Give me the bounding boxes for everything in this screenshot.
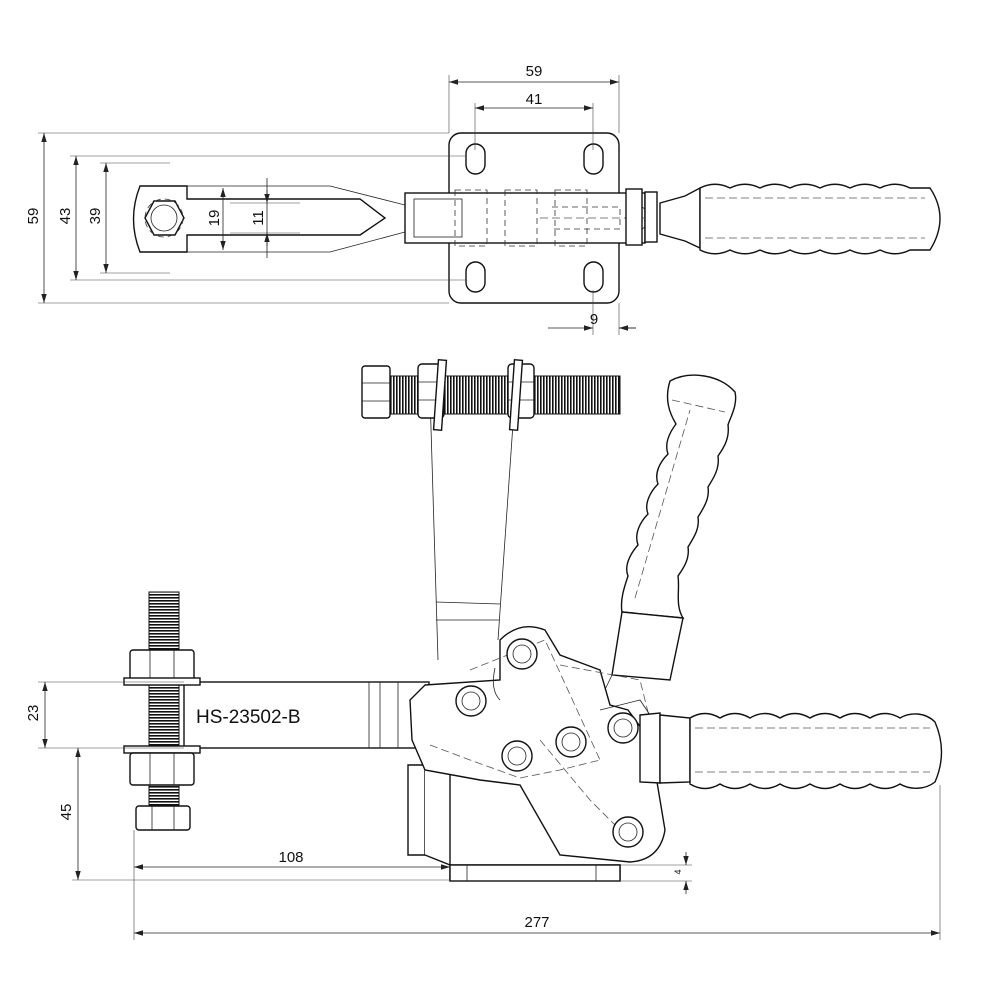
- dim-hole-spacing-x: 41: [526, 91, 543, 108]
- linkage-body: [409, 626, 666, 863]
- top-view-dimensions: 59 41 9 59 43: [25, 63, 636, 335]
- dim-plate-height: 59: [25, 208, 42, 225]
- base: [407, 764, 621, 882]
- side-view-dimensions: 23 45 108 4 277: [25, 681, 941, 940]
- dim-base-thickness: 4: [673, 869, 683, 874]
- spindle-nut: [129, 649, 195, 683]
- pivot-pin: [455, 685, 487, 717]
- dim-slot-outer: 19: [206, 210, 223, 227]
- top-view: 59 41 9 59 43: [25, 63, 941, 335]
- mounting-hole: [465, 261, 486, 293]
- dim-hole-spacing-y: 43: [57, 208, 74, 225]
- dim-arm-height: 23: [25, 705, 42, 722]
- mounting-hole: [583, 143, 604, 175]
- clamp-arm-open: [361, 359, 621, 661]
- handle-open: [599, 374, 737, 701]
- dim-spindle-height: 45: [58, 804, 75, 821]
- pivot-pin: [501, 740, 533, 772]
- pivot-pin: [607, 712, 639, 744]
- bolt-head-open: [361, 365, 391, 419]
- dim-plate-width: 59: [526, 63, 543, 80]
- mounting-hole: [583, 261, 604, 293]
- clamp-arm-top: [132, 185, 658, 253]
- handle-top: [659, 183, 941, 255]
- spindle-nut: [129, 752, 195, 786]
- pivot-pin: [612, 816, 644, 848]
- mounting-hole: [465, 143, 486, 175]
- side-view: HS-23502-B 23 45 108 4 277: [25, 359, 943, 940]
- pivot-pin: [555, 726, 587, 758]
- dim-slot-inner: 11: [250, 210, 267, 226]
- part-number: HS-23502-B: [196, 707, 301, 728]
- dim-overall-length: 277: [524, 914, 549, 931]
- handle-closed: [639, 712, 943, 790]
- dim-reach: 108: [278, 849, 303, 866]
- spindle-closed: [123, 591, 201, 831]
- spindle-bolt-head: [135, 805, 191, 831]
- dim-arm-outer: 39: [87, 208, 104, 225]
- spindle-nut-top: [144, 198, 185, 238]
- pivot-pin: [506, 638, 538, 670]
- dim-hole-offset: 9: [590, 311, 598, 328]
